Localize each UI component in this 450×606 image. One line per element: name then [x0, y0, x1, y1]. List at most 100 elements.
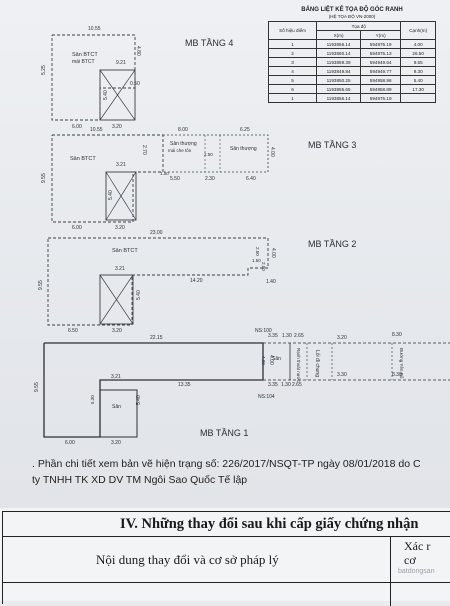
f4-dim-void: 5.40: [103, 90, 109, 100]
f1-room-san-1: Sân: [272, 356, 281, 362]
f3-dim-right: 4.00: [269, 147, 275, 157]
f1-dim-right: 4.00: [268, 355, 274, 365]
f4-dim-bottom-left: 6.00: [72, 124, 82, 130]
coord-cell: 1: [267, 93, 318, 103]
f1-dim-b1: 3.35: [268, 382, 278, 388]
f3-room-label4: Sân thượng: [230, 146, 257, 152]
f1-dim-t3: 2.65: [294, 333, 304, 339]
f1-dim-bottom-left: 6.00: [65, 440, 75, 446]
section-iv-column-divider: [390, 536, 391, 606]
f1-dim-b3: 2.65: [292, 382, 302, 388]
coord-cell: [400, 93, 436, 103]
f1-dim-t4: 3.20: [337, 335, 347, 341]
f3-room-label: Sân BTCT: [70, 156, 96, 162]
floor-plans-drawing: MB TẦNG 4 10.55 4.80 5.25 9.21 0.50 5.40…: [34, 26, 450, 446]
floor-3-plan: MB TẦNG 3 10.55 8.00 6.25 4.00 3.21 9.55…: [41, 127, 356, 231]
coord-cell: 594976.19: [359, 93, 402, 103]
f1-dim-b2: 1.30: [281, 382, 291, 388]
note-line-2: ty TNHH TK XD DV TM Ngôi Sao Quốc Tế lập: [32, 474, 248, 486]
floor-1-title: MB TẦNG 1: [200, 428, 248, 438]
f1-dim-mid: 13.35: [178, 382, 191, 388]
f2-dim-bottom-right: 3.20: [112, 328, 122, 334]
f1-dim-top: 22.15: [150, 335, 163, 341]
f2-dim-c2: 1.50: [252, 258, 261, 263]
f2-dim-step: 1.40: [266, 279, 276, 285]
f1-road-loi-di: Lối đi chung: [314, 350, 320, 377]
section-iv-title: IV. Những thay đổi sau khi cấp giấy chứn…: [120, 516, 419, 532]
section-iv-col-confirm: Xác r cơ: [404, 539, 430, 567]
f2-dim-mid: 14.20: [190, 278, 203, 284]
f4-dim-left: 5.25: [41, 65, 47, 75]
f1-dim-b4: 3.30: [337, 372, 347, 378]
f1-dim-bottom-right: 3.20: [111, 440, 121, 446]
f4-dim-top: 10.55: [88, 26, 101, 32]
f3-room-label2: Sân thượng: [170, 141, 197, 147]
f3-room-label3: mái che tôn: [168, 148, 192, 153]
floor-1-plan: MB TẦNG 1 22.15 3.35 1.30 2.65 3.20 8.30…: [34, 328, 450, 446]
f3-dim-inner: 3.21: [116, 162, 126, 168]
f1-dim-c1: 4.00: [261, 356, 266, 365]
f3-dim-step: 2.70: [141, 145, 147, 155]
f3-dim-bottom-left: 6.00: [72, 225, 82, 231]
f2-room-label: Sân BTCT: [112, 248, 138, 254]
f1-dim-b5: 8.30: [392, 372, 402, 378]
watermark-logo: batdongsan: [398, 568, 435, 575]
f1-road-yen-do: Đường Yên Đổ: [399, 348, 405, 379]
coordinate-table-subtitle: (HỆ TỌA ĐỘ VN-2000): [328, 14, 376, 19]
f1-dim-left: 9.55: [34, 382, 40, 392]
coordinate-table: BẢNG LIỆT KÊ TỌA ĐỘ GÓC RANH (HỆ TỌA ĐỘ …: [267, 7, 436, 103]
f1-ns-bottom: NS:104: [258, 394, 275, 400]
f1-dim-t5: 8.30: [392, 332, 402, 338]
note-line-1: . Phần chi tiết xem bản vẽ hiện trạng số…: [32, 458, 421, 470]
section-iv: IV. Những thay đổi sau khi cấp giấy chứn…: [0, 508, 450, 606]
section-iv-col-content: Nội dung thay đổi và cơ sở pháp lý: [96, 552, 279, 567]
floor-3-title: MB TẦNG 3: [308, 140, 356, 150]
f2-dim-inner: 3.21: [115, 266, 125, 272]
f3-dim-b2: 2.30: [205, 176, 215, 182]
f4-dim-inner: 9.21: [116, 60, 126, 66]
f2-dim-c1: 2.50: [255, 247, 260, 256]
f3-dim-bottom-right: 3.20: [115, 225, 125, 231]
section-iv-col-confirm-line2: cơ: [404, 553, 416, 567]
f3-dim-top-right: 6.25: [240, 127, 250, 133]
f2-dim-bottom-left: 6.50: [68, 328, 78, 334]
f4-dim-right: 4.80: [135, 46, 141, 56]
f1-dim-inner: 3.21: [111, 374, 121, 380]
f4-room-label2: mái BTCT: [72, 59, 95, 65]
floor-2-plan: MB TẦNG 2 23.00 4.00 3.21 9.55 14.20 1.4…: [38, 230, 356, 334]
f4-dim-step: 0.50: [130, 81, 140, 87]
f3-dim-c2: 1.50: [160, 171, 169, 176]
floor-4-plan: MB TẦNG 4 10.55 4.80 5.25 9.21 0.50 5.40…: [41, 26, 233, 130]
section-iv-col-confirm-line1: Xác r: [404, 539, 431, 553]
f3-dim-top-mid: 8.00: [178, 127, 188, 133]
f4-room-label: Sân BTCT: [72, 52, 98, 58]
f1-ns-top: NS:100: [255, 328, 272, 334]
section-iv-divider-2: [2, 582, 450, 583]
f2-dim-c3: 2.50: [261, 262, 266, 271]
f2-dim-top: 23.00: [150, 230, 163, 236]
floor-4-title: MB TẦNG 4: [185, 38, 233, 48]
f2-dim-right: 4.00: [270, 248, 276, 258]
f1-dim-t1: 3.35: [268, 333, 278, 339]
f1-room-san-2: Sân: [112, 404, 121, 410]
f1-dim-c2: 5.30: [90, 395, 95, 404]
f3-dim-top-left: 10.55: [90, 127, 103, 133]
f3-dim-b1: 5.50: [170, 176, 180, 182]
f3-dim-left: 9.55: [41, 173, 47, 183]
section-iv-frame: [2, 511, 450, 604]
f1-dim-t2: 1.30: [282, 333, 292, 339]
f1-dim-void: 5.40: [136, 395, 142, 405]
f2-dim-void: 5.40: [136, 290, 142, 300]
f2-dim-left: 9.55: [38, 280, 44, 290]
f3-dim-c1: 2.50: [204, 152, 213, 157]
section-iv-divider: [2, 536, 450, 537]
coordinate-table-title: BẢNG LIỆT KÊ TỌA ĐỘ GÓC RANH: [301, 7, 403, 13]
floor-2-title: MB TẦNG 2: [308, 239, 356, 249]
f3-dim-b3: 6.40: [246, 176, 256, 182]
f4-dim-bottom-right: 3.20: [112, 124, 122, 130]
f1-road-ranh: Rạnh thoát nước: [296, 348, 301, 383]
f3-dim-void: 5.40: [108, 190, 114, 200]
